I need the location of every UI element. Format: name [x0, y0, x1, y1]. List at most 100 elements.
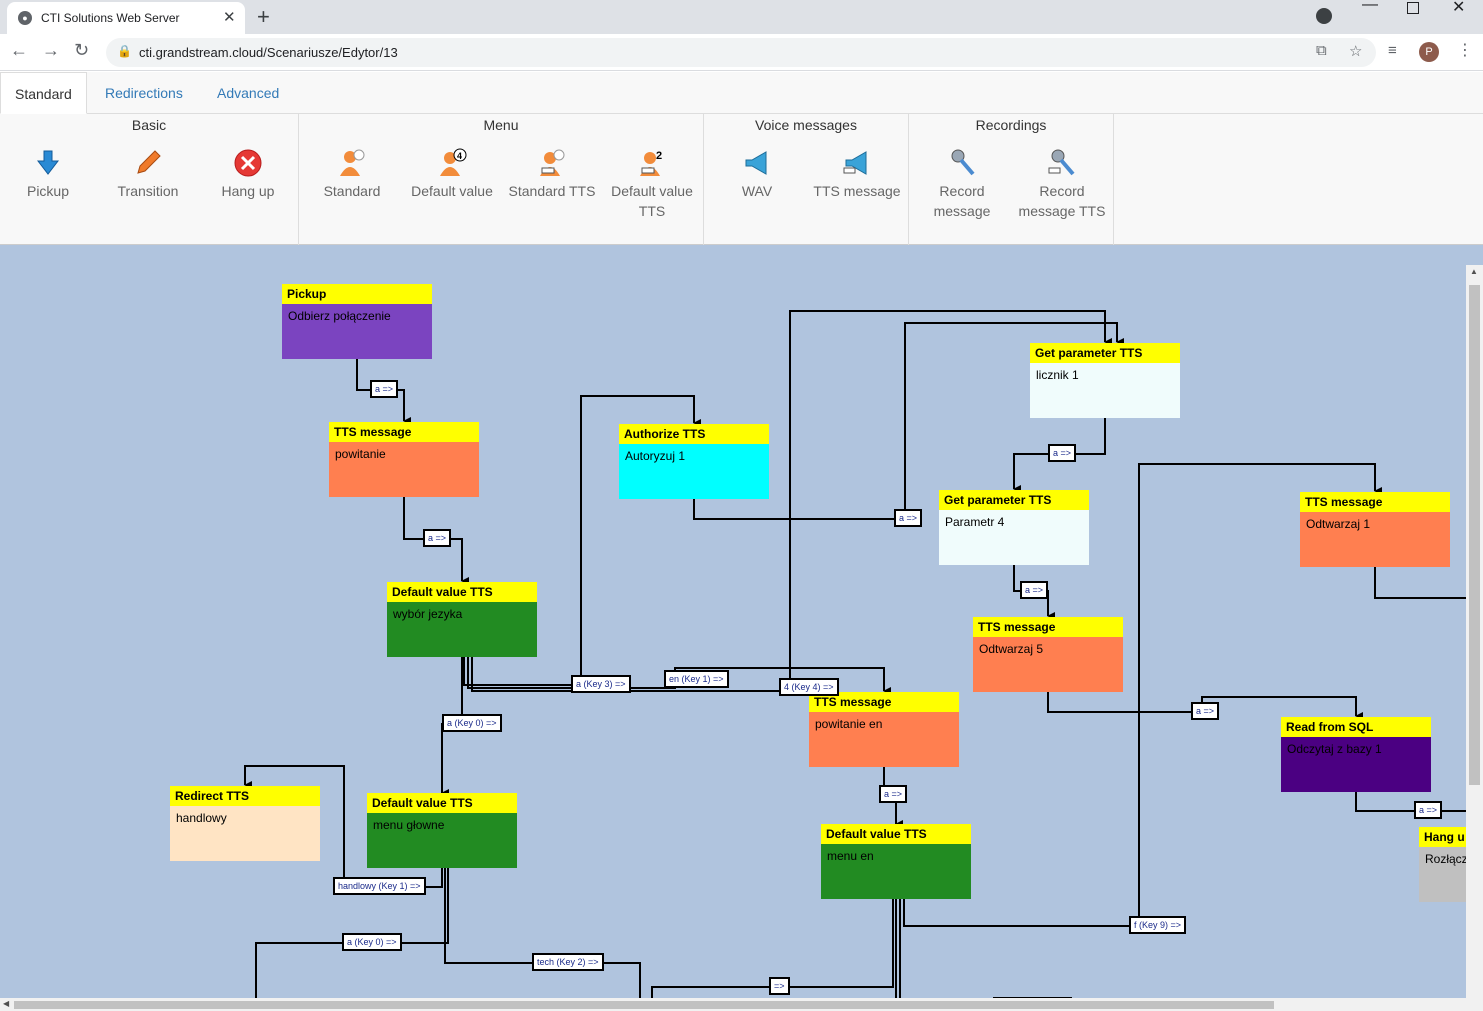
- scrollbar-thumb[interactable]: [1469, 285, 1480, 785]
- person-default-4-icon: 4: [437, 148, 467, 178]
- reload-icon[interactable]: ↻: [74, 40, 90, 60]
- node-tts-message[interactable]: TTS message powitanie en: [809, 692, 959, 767]
- scroll-left-icon[interactable]: ◀: [3, 999, 10, 1008]
- group-title: Voice messages: [755, 117, 857, 133]
- node-text: wybór jezyka: [393, 607, 463, 621]
- scrollbar-thumb[interactable]: [14, 1001, 1274, 1009]
- node-title: Get parameter TTS: [1030, 343, 1180, 363]
- node-text: Odbierz połączenie: [288, 309, 391, 323]
- node-authorize-tts[interactable]: Authorize TTS Autoryzuj 1: [619, 424, 769, 499]
- edge-label[interactable]: a (Key 0) =>: [442, 714, 502, 732]
- node-text: menu głowne: [373, 818, 445, 832]
- edge-label[interactable]: a (Key 3) =>: [571, 675, 631, 693]
- edge-label[interactable]: a =>: [879, 785, 908, 803]
- edge-label[interactable]: a =>: [1048, 444, 1077, 462]
- url-field[interactable]: 🔒 cti.grandstream.cloud/Scenariusze/Edyt…: [106, 38, 1376, 67]
- node-hang-up[interactable]: Hang u Rozłącz: [1419, 827, 1466, 902]
- vertical-scrollbar[interactable]: ▲: [1466, 265, 1483, 1011]
- edge-label[interactable]: a =>: [1414, 801, 1443, 819]
- node-tts-message[interactable]: TTS message powitanie: [329, 422, 479, 497]
- node-title: Default value TTS: [367, 793, 517, 813]
- reading-list-icon[interactable]: ≡: [1388, 42, 1397, 59]
- lock-icon: 🔒: [117, 44, 132, 58]
- node-default-value-tts[interactable]: Default value TTS menu en: [821, 824, 971, 899]
- close-window-icon[interactable]: ✕: [1452, 0, 1466, 16]
- node-title: Default value TTS: [387, 582, 537, 602]
- edge-label[interactable]: tech (Key 2) =>: [532, 953, 604, 971]
- scenario-canvas[interactable]: Pickup Odbierz połączenie TTS message po…: [0, 245, 1483, 1011]
- tts-message-button[interactable]: TTS message: [809, 148, 905, 201]
- ribbon-tab-bar: Standard Redirections Advanced: [0, 72, 1483, 114]
- forward-icon[interactable]: →: [42, 40, 60, 60]
- minimize-icon[interactable]: —: [1362, 0, 1378, 13]
- edge-label[interactable]: a =>: [1020, 581, 1049, 599]
- wav-button[interactable]: WAV: [709, 148, 805, 201]
- bookmark-star-icon[interactable]: ☆: [1349, 43, 1363, 60]
- edge-label[interactable]: a =>: [894, 509, 923, 527]
- record-message-tts-button[interactable]: Record message TTS: [1014, 148, 1110, 221]
- node-read-from-sql[interactable]: Read from SQL Odczytaj z bazy 1: [1281, 717, 1431, 792]
- group-title: Basic: [131, 117, 167, 133]
- person-menu-icon: [337, 148, 367, 178]
- edge-label[interactable]: en (Key 1) =>: [664, 670, 729, 688]
- node-get-parameter-tts[interactable]: Get parameter TTS Parametr 4: [939, 490, 1089, 565]
- edge-label[interactable]: a (Key 0) =>: [342, 933, 402, 951]
- tab-search-icon[interactable]: [1316, 8, 1332, 24]
- group-title: Menu: [483, 117, 519, 133]
- tab-standard[interactable]: Standard: [0, 72, 87, 114]
- scroll-up-icon[interactable]: ▲: [1470, 267, 1478, 276]
- node-title: TTS message: [973, 617, 1123, 637]
- node-redirect-tts[interactable]: Redirect TTS handlowy: [170, 786, 320, 861]
- tab-title: CTI Solutions Web Server: [41, 11, 180, 25]
- transition-button[interactable]: Transition: [100, 148, 196, 201]
- tab-redirections[interactable]: Redirections: [105, 85, 183, 101]
- node-tts-message[interactable]: TTS message Odtwarzaj 1: [1300, 492, 1450, 567]
- node-pickup[interactable]: Pickup Odbierz połączenie: [282, 284, 432, 359]
- group-voice-messages: Voice messages WAV TTS message: [704, 114, 909, 245]
- tab-advanced[interactable]: Advanced: [217, 85, 280, 101]
- menu-standard-button[interactable]: Standard: [304, 148, 400, 201]
- group-menu: Menu Standard 4 Default value Standard T…: [299, 114, 704, 245]
- node-tts-message[interactable]: TTS message Odtwarzaj 5: [973, 617, 1123, 692]
- menu-default-value-button[interactable]: 4 Default value: [404, 148, 500, 201]
- person-default-tts-2-icon: 2: [637, 148, 667, 178]
- menu-standard-tts-button[interactable]: Standard TTS: [504, 148, 600, 201]
- node-default-value-tts[interactable]: Default value TTS wybór jezyka: [387, 582, 537, 657]
- node-text: powitanie en: [815, 717, 883, 731]
- browser-tab[interactable]: ● CTI Solutions Web Server ✕: [7, 2, 245, 34]
- group-basic: Basic Pickup Transition Hang up: [0, 114, 299, 245]
- edge-label[interactable]: 4 (Key 4) =>: [779, 678, 839, 696]
- browser-tab-strip: ● CTI Solutions Web Server ✕ + — ✕: [0, 0, 1483, 34]
- connection-lines: [244, 310, 1466, 1011]
- record-message-button[interactable]: Record message: [914, 148, 1010, 221]
- edge-label[interactable]: f (Key 9) =>: [1129, 916, 1187, 934]
- group-recordings: Recordings Record message Record message…: [909, 114, 1114, 245]
- node-get-parameter-tts[interactable]: Get parameter TTS licznik 1: [1030, 343, 1180, 418]
- node-default-value-tts[interactable]: Default value TTS menu głowne: [367, 793, 517, 868]
- hangup-x-icon: [233, 148, 263, 178]
- back-icon[interactable]: ←: [10, 40, 28, 60]
- maximize-icon[interactable]: [1407, 2, 1419, 14]
- pickup-button[interactable]: Pickup: [0, 148, 96, 201]
- edge-label[interactable]: =>: [769, 977, 790, 995]
- svg-text:4: 4: [457, 151, 462, 161]
- browser-menu-icon[interactable]: ⋮: [1457, 42, 1473, 59]
- node-title: TTS message: [1300, 492, 1450, 512]
- horizontal-scrollbar[interactable]: ◀: [0, 998, 1466, 1011]
- edge-label[interactable]: handlowy (Key 1) =>: [333, 877, 426, 895]
- node-text: Odtwarzaj 5: [979, 642, 1044, 656]
- node-text: powitanie: [335, 447, 386, 461]
- toolbox-ribbon: Basic Pickup Transition Hang up Menu: [0, 114, 1483, 245]
- new-tab-icon[interactable]: +: [257, 4, 270, 29]
- hangup-button[interactable]: Hang up: [200, 148, 296, 201]
- edge-label[interactable]: a =>: [370, 380, 399, 398]
- edge-label[interactable]: a =>: [1191, 702, 1220, 720]
- edge-label[interactable]: a =>: [423, 529, 452, 547]
- tab-close-icon[interactable]: ✕: [223, 9, 236, 26]
- node-text: menu en: [827, 849, 874, 863]
- translate-icon[interactable]: ⧉: [1316, 42, 1327, 59]
- menu-default-value-tts-button[interactable]: 2 Default value TTS: [611, 148, 693, 219]
- megaphone-tts-icon: [842, 148, 872, 178]
- profile-avatar[interactable]: P: [1419, 42, 1439, 62]
- microphone-icon: [947, 148, 977, 178]
